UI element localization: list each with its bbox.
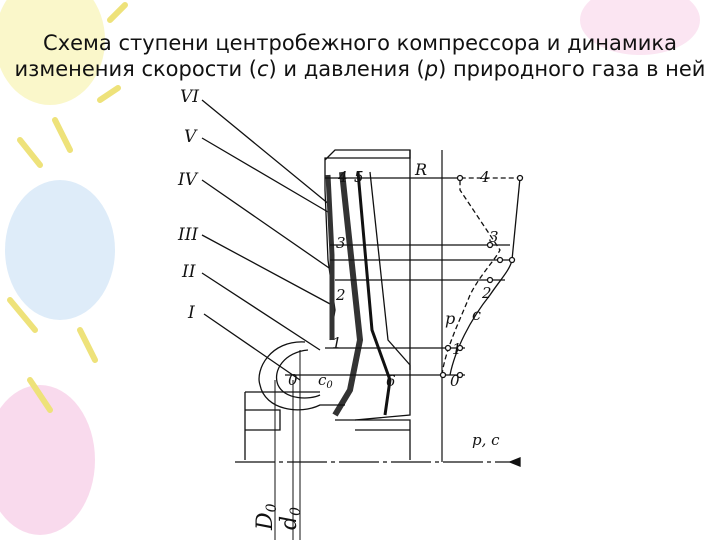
diffuser-wall-left: [325, 174, 335, 340]
graph-point-4: 4: [479, 168, 490, 186]
shaft: [244, 391, 411, 460]
inlet-chamber-inner: [275, 349, 321, 399]
title-p-symbol: p: [424, 57, 439, 81]
c0-label: c0: [318, 371, 333, 391]
inlet-chamber: [258, 341, 345, 411]
graph-point-1: 1: [452, 340, 462, 358]
section-6: 6: [386, 372, 396, 390]
graph-points: [439, 174, 524, 379]
label-I: I: [187, 303, 195, 323]
hub-profile: [354, 171, 411, 421]
curve-p-label: p: [445, 309, 455, 328]
leader-lines: [201, 99, 333, 381]
label-V: V: [184, 127, 198, 147]
section-0: 0: [288, 371, 298, 389]
label-VI: VI: [180, 87, 199, 107]
graph-axis-x-label: p, c: [472, 431, 500, 449]
section-2: 2: [335, 286, 346, 304]
label-III: III: [177, 225, 198, 245]
label-IV: IV: [177, 170, 199, 190]
graph-point-0: 0: [450, 372, 460, 390]
graph-axis-r-label: R: [414, 160, 427, 179]
graph-x-axis-arrow: [508, 457, 521, 467]
curve-c-label: c: [472, 305, 481, 324]
title-text-part: ) природного газа в ней: [438, 57, 706, 81]
title-text-part: ) и давления (: [268, 57, 425, 81]
dim-lines: [274, 350, 301, 540]
section-4: 4: [337, 168, 348, 186]
section-1: 1: [332, 334, 342, 352]
title-c-symbol: c: [257, 57, 269, 81]
graph-point-2: 2: [481, 284, 492, 302]
section-5: 5: [354, 168, 364, 186]
curve-c: [449, 177, 521, 376]
dimension-D0: D0: [253, 503, 280, 531]
slide-title-line-1: Схема ступени центробежного компрессора …: [43, 31, 677, 55]
impeller-blade-2: [356, 171, 392, 416]
section-3: 3: [336, 234, 346, 252]
base-blocks: [245, 409, 410, 431]
title-text-part: изменения скорости (: [14, 57, 257, 81]
dimension-d0: d0: [277, 507, 304, 530]
graph-point-3: 3: [489, 228, 499, 246]
label-II: II: [181, 262, 196, 282]
slide-title-line-2: изменения скорости (c) и давления (p) пр…: [0, 56, 720, 82]
impeller-blade: [332, 171, 364, 417]
compressor-stage-diagram: VI V IV III II I 4 5 3 2 1 0 6 c0 R p, c: [177, 87, 524, 540]
